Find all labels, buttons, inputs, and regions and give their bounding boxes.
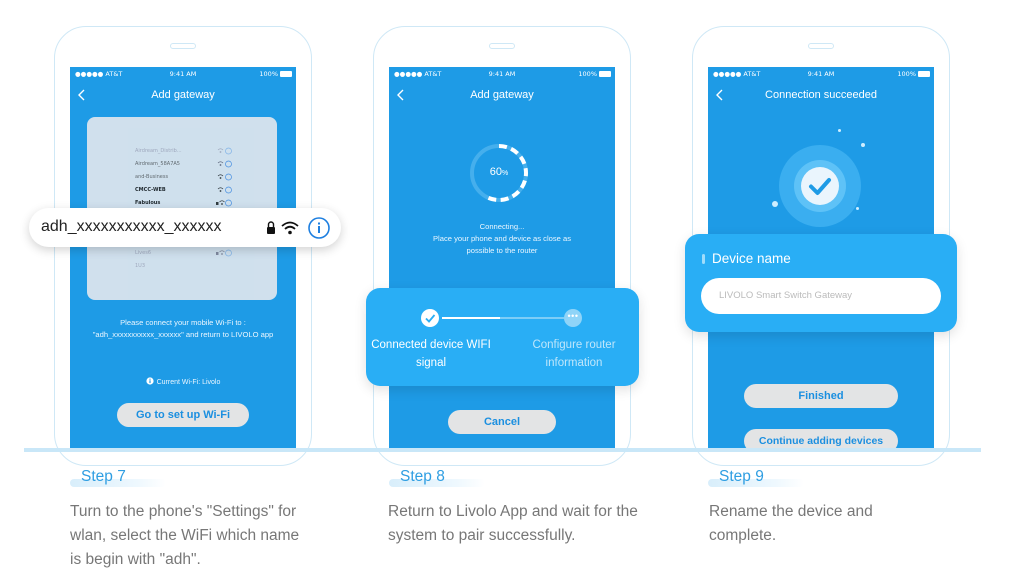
back-arrow-icon[interactable] <box>714 89 726 101</box>
battery-icon <box>280 71 292 77</box>
wifi-list-item[interactable]: CMCC-WEB <box>135 186 232 196</box>
placement-hint: Place your phone and device as close as … <box>432 234 572 255</box>
current-wifi-row: Current Wi-Fi: Livolo <box>80 377 286 389</box>
step-connected-label: Connected device WIFI signal <box>371 339 491 369</box>
step-pending-dots-icon: ••• <box>564 309 582 327</box>
step-swoosh <box>708 479 804 487</box>
progress-ring <box>470 144 528 202</box>
wifi-list-item[interactable]: Lives6 <box>135 249 232 259</box>
device-name-title: Device name <box>712 251 791 266</box>
phone-screen: ●●●●● AT&T 9:41 AM 100% Add gateway 60% … <box>389 67 615 451</box>
pairing-steps-card: ••• Connected device WIFI signal Configu… <box>366 288 639 386</box>
wifi-info-icon <box>217 160 232 168</box>
status-time: 9:41 AM <box>807 70 835 78</box>
phone-step-8: ●●●●● AT&T 9:41 AM 100% Add gateway 60% … <box>373 26 631 466</box>
nav-bar: Add gateway <box>70 85 296 105</box>
sparkle-dot <box>772 201 778 207</box>
ground-line <box>24 448 981 452</box>
battery-icon <box>599 71 611 77</box>
wifi-icon <box>281 221 299 235</box>
ssid-popup[interactable]: adh_xxxxxxxxxxx_xxxxxx <box>29 208 341 247</box>
carrier: ●●●●● AT&T <box>713 70 761 78</box>
finished-button[interactable]: Finished <box>744 384 898 408</box>
success-check-icon <box>801 167 839 205</box>
step-8-tag: Step 8 <box>389 467 485 489</box>
phone-speaker <box>808 43 834 49</box>
info-icon <box>308 217 330 239</box>
connecting-status: Connecting... <box>479 222 525 231</box>
step-7-description: Turn to the phone's "Settings" for wlan,… <box>70 503 300 568</box>
go-to-setup-wifi-button[interactable]: Go to set up Wi-Fi <box>117 403 249 427</box>
info-circle-icon <box>145 377 154 385</box>
sparkle-dot <box>838 129 841 132</box>
step-8-label: Step 8 <box>400 468 445 485</box>
step-7-label: Step 7 <box>81 468 126 485</box>
carrier: ●●●●● AT&T <box>394 70 442 78</box>
status-time: 9:41 AM <box>488 70 516 78</box>
status-bar: ●●●●● AT&T 9:41 AM 100% <box>70 70 296 80</box>
nav-title: Add gateway <box>151 89 215 101</box>
sparkle-dot <box>861 143 865 147</box>
step-9-label: Step 9 <box>719 468 764 485</box>
wifi-lock-info-icon <box>216 199 232 207</box>
status-bar: ●●●●● AT&T 9:41 AM 100% <box>708 70 934 80</box>
device-name-input[interactable]: LIVOLO Smart Switch Gateway <box>701 278 941 314</box>
progress-line-todo <box>500 317 564 319</box>
ssid-name: adh_xxxxxxxxxxx_xxxxxx <box>41 218 222 235</box>
step-swoosh <box>389 479 485 487</box>
wifi-list-item[interactable]: 1U3 <box>135 263 146 269</box>
wifi-info-icon <box>217 186 232 194</box>
carrier: ●●●●● AT&T <box>75 70 123 78</box>
status-bar: ●●●●● AT&T 9:41 AM 100% <box>389 70 615 80</box>
progress-line-done <box>442 317 500 319</box>
wifi-list-item[interactable]: Airdream_58A7A5 <box>135 160 232 170</box>
wifi-list-item[interactable]: Fabulous <box>135 199 232 209</box>
battery-percent: 100% <box>897 70 916 78</box>
step-9-description: Rename the device and complete. <box>709 503 873 544</box>
phone-speaker <box>170 43 196 49</box>
progress-arc <box>470 144 528 202</box>
phone-speaker <box>489 43 515 49</box>
nav-bar: Add gateway <box>389 85 615 105</box>
connect-instructions: Please connect your mobile Wi-Fi to : "a… <box>92 318 274 339</box>
nav-title: Connection succeeded <box>765 89 877 101</box>
wifi-list-item[interactable]: and-Business <box>135 173 232 183</box>
step-9-tag: Step 9 <box>708 467 804 489</box>
status-time: 9:41 AM <box>169 70 197 78</box>
wifi-lock-info-icon <box>216 249 232 257</box>
step-swoosh <box>70 479 166 487</box>
nav-bar: Connection succeeded <box>708 85 934 105</box>
lock-wifi-info-icons <box>267 217 330 239</box>
progress-percent: 60% <box>489 166 509 178</box>
wifi-info-icon <box>217 147 232 155</box>
title-accent-bar <box>702 254 705 264</box>
back-arrow-icon[interactable] <box>76 89 88 101</box>
phone-screen: ●●●●● AT&T 9:41 AM 100% Add gateway Aird… <box>70 67 296 451</box>
battery-percent: 100% <box>578 70 597 78</box>
lock-icon <box>267 221 275 234</box>
nav-title: Add gateway <box>470 89 534 101</box>
battery-percent: 100% <box>259 70 278 78</box>
wifi-info-icon <box>217 173 232 181</box>
back-arrow-icon[interactable] <box>395 89 407 101</box>
current-wifi: Current Wi-Fi: Livolo <box>156 379 221 386</box>
battery-icon <box>918 71 930 77</box>
step-8-description: Return to Livolo App and wait for the sy… <box>388 503 638 544</box>
sparkle-dot <box>856 207 859 210</box>
device-name-card: Device name LIVOLO Smart Switch Gateway <box>685 234 957 332</box>
step-7-tag: Step 7 <box>70 467 166 489</box>
wifi-list-item[interactable]: Airdream_Distrib... <box>135 147 232 157</box>
step-done-check-icon <box>421 309 439 327</box>
continue-adding-devices-button[interactable]: Continue adding devices <box>744 429 898 451</box>
cancel-button[interactable]: Cancel <box>448 410 556 434</box>
step-configure-label: Configure router information <box>532 339 616 369</box>
